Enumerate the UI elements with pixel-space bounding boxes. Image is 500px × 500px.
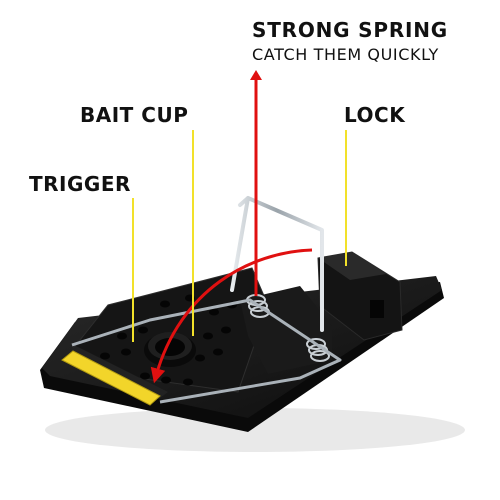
wire-arm (71, 298, 342, 404)
lock-block-top (318, 252, 386, 280)
kill-bar-wire (230, 196, 324, 332)
lock-label: LOCK (344, 103, 406, 127)
closing-motion-arrow (150, 248, 313, 384)
bait-cup-label: BAIT CUP (80, 103, 189, 127)
trigger-yellow-pad (61, 350, 161, 406)
strong-spring-subtitle: CATCH THEM QUICKLY (252, 45, 439, 64)
strong-spring-label: STRONG SPRING (252, 18, 449, 42)
trigger-bar (68, 346, 168, 398)
trigger-label: TRIGGER (29, 172, 131, 196)
trap-shadow (45, 408, 465, 452)
lock-slot (370, 300, 384, 318)
spring-pointer-arrowhead (250, 70, 262, 80)
bait-cup (144, 332, 196, 367)
pedal-holes (100, 294, 237, 386)
